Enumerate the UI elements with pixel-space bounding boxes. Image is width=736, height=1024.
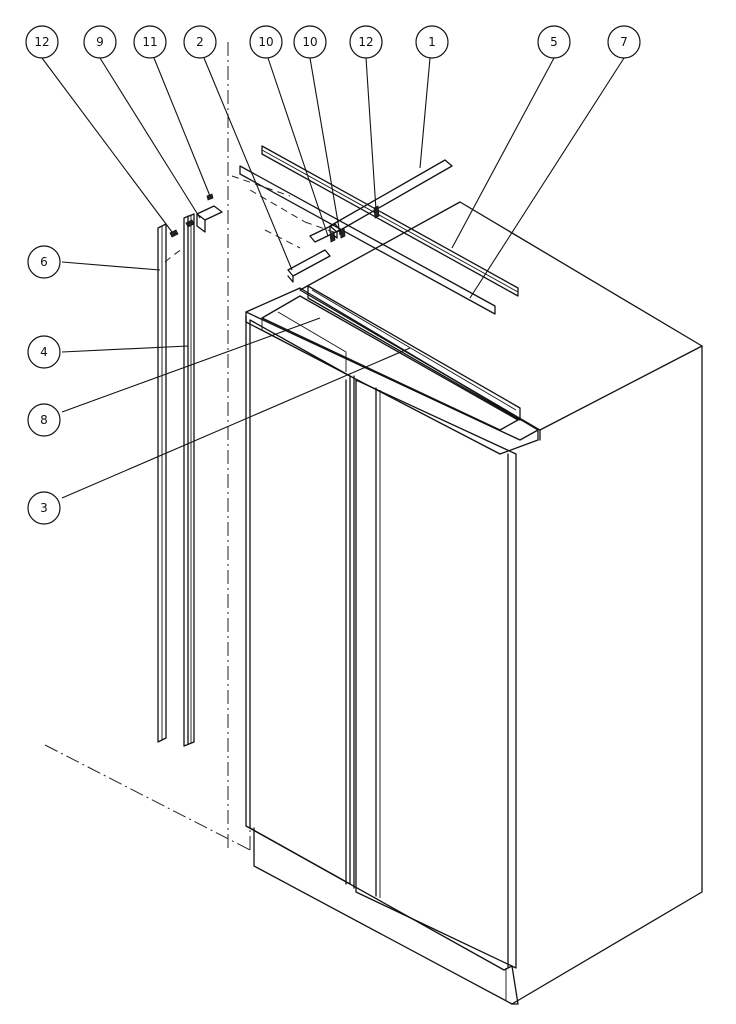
callout-10-a: 10	[249, 25, 283, 59]
svg-text:10: 10	[302, 35, 317, 49]
callout-1: 1	[415, 25, 449, 59]
callout-10-b: 10	[293, 25, 327, 59]
assembly-dashed-paths	[231, 175, 346, 249]
callout-2: 2	[183, 25, 217, 59]
svg-text:2: 2	[196, 35, 204, 49]
top-rail-5	[261, 145, 519, 297]
callout-8: 8	[27, 403, 61, 437]
side-trim-strip-6	[157, 223, 167, 743]
refrigerator-cabinet	[245, 201, 703, 1005]
bracket-2	[287, 249, 331, 283]
svg-text:9: 9	[96, 35, 104, 49]
svg-text:10: 10	[258, 35, 273, 49]
leader-lines	[41, 57, 625, 499]
top-rail-7	[239, 165, 496, 315]
bracket-10	[309, 223, 346, 243]
callout-11: 11	[133, 25, 167, 59]
svg-text:12: 12	[358, 35, 373, 49]
callout-9: 9	[83, 25, 117, 59]
callout-5: 5	[537, 25, 571, 59]
callout-12-left: 12	[25, 25, 59, 59]
svg-text:4: 4	[40, 345, 48, 359]
callout-4: 4	[27, 335, 61, 369]
svg-text:6: 6	[40, 255, 48, 269]
svg-text:7: 7	[620, 35, 628, 49]
clip-parts	[164, 193, 223, 263]
svg-text:11: 11	[142, 35, 157, 49]
bracket-1	[329, 159, 453, 239]
callout-6: 6	[27, 245, 61, 279]
callout-12-right: 12	[349, 25, 383, 59]
callout-7: 7	[607, 25, 641, 59]
svg-text:12: 12	[34, 35, 49, 49]
screw-12	[373, 205, 380, 219]
side-trim-strip-4	[183, 213, 195, 747]
svg-text:8: 8	[40, 413, 48, 427]
svg-text:5: 5	[550, 35, 558, 49]
svg-text:1: 1	[428, 35, 436, 49]
callout-3: 3	[27, 491, 61, 525]
wall-reference-lines	[44, 42, 251, 851]
svg-text:3: 3	[40, 501, 48, 515]
